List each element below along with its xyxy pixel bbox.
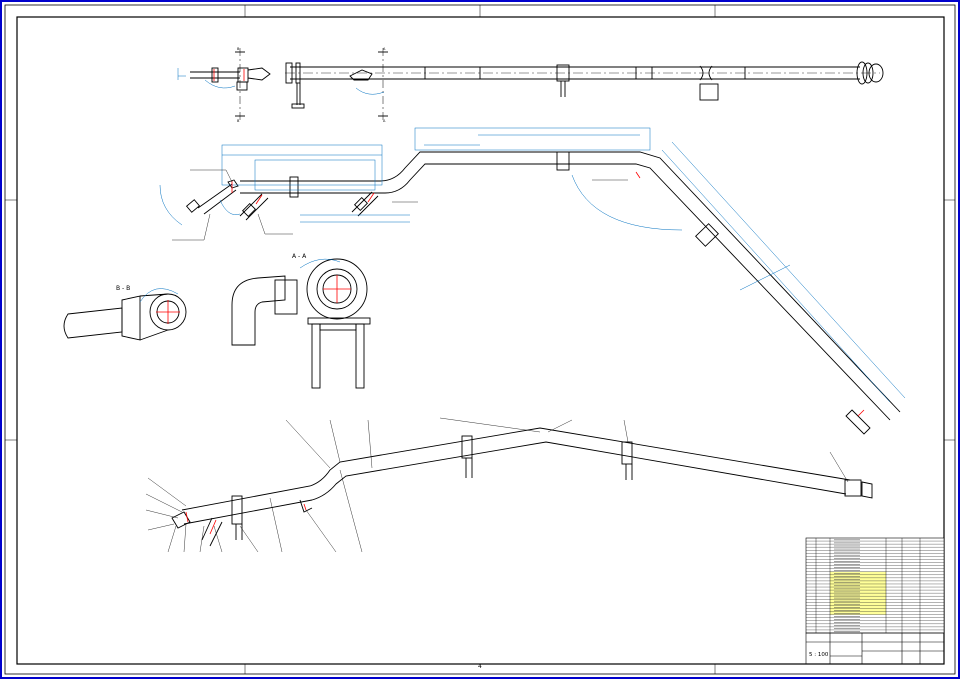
bom-row-highlight <box>830 574 886 578</box>
inner-frame <box>16 16 945 665</box>
top-view-dims <box>177 68 385 95</box>
top-view-red <box>213 69 245 81</box>
bom-row-highlight <box>830 571 886 575</box>
section-bb-red <box>156 300 180 324</box>
scale-label: 5 : 100 <box>809 652 829 658</box>
section-aa-dim <box>299 258 341 269</box>
view-aa-label: A - A <box>292 253 307 260</box>
bom-row-highlight <box>830 608 886 612</box>
bom-row-highlight <box>830 590 886 594</box>
bom-row-highlight <box>830 577 886 581</box>
section-aa-view <box>231 258 371 389</box>
bom-row-highlight <box>830 593 886 597</box>
front-view-dims <box>159 127 906 403</box>
section-a-top: A <box>383 47 386 51</box>
isometric-view <box>171 427 873 547</box>
bom-row-highlight <box>830 583 886 588</box>
section-aa-red <box>323 275 351 303</box>
page-marker: 4 <box>478 663 482 670</box>
zone-ticks <box>5 5 955 674</box>
section-bb-dim <box>139 288 179 303</box>
bom-row-highlight <box>830 587 886 591</box>
bom-row-highlight <box>830 602 886 606</box>
title-block <box>805 632 945 665</box>
isometric-red <box>185 503 307 535</box>
section-b-bottom: B <box>237 119 240 123</box>
front-view <box>185 151 901 435</box>
bom-row-highlight <box>830 580 886 584</box>
view-bb-label: B - B <box>116 285 130 292</box>
bom-row-highlight <box>830 599 886 603</box>
front-view-red <box>231 171 865 417</box>
section-b-top: B <box>237 47 240 51</box>
bom-row-highlight <box>830 605 886 609</box>
bom-row-highlight <box>830 596 886 600</box>
bom-table <box>805 537 945 634</box>
section-a-bottom: A <box>383 119 386 123</box>
bom-row-highlight <box>830 611 886 615</box>
bom-frame <box>805 537 945 634</box>
top-view <box>190 48 884 120</box>
front-view-callouts <box>172 169 628 241</box>
isometric-callouts <box>145 417 849 553</box>
